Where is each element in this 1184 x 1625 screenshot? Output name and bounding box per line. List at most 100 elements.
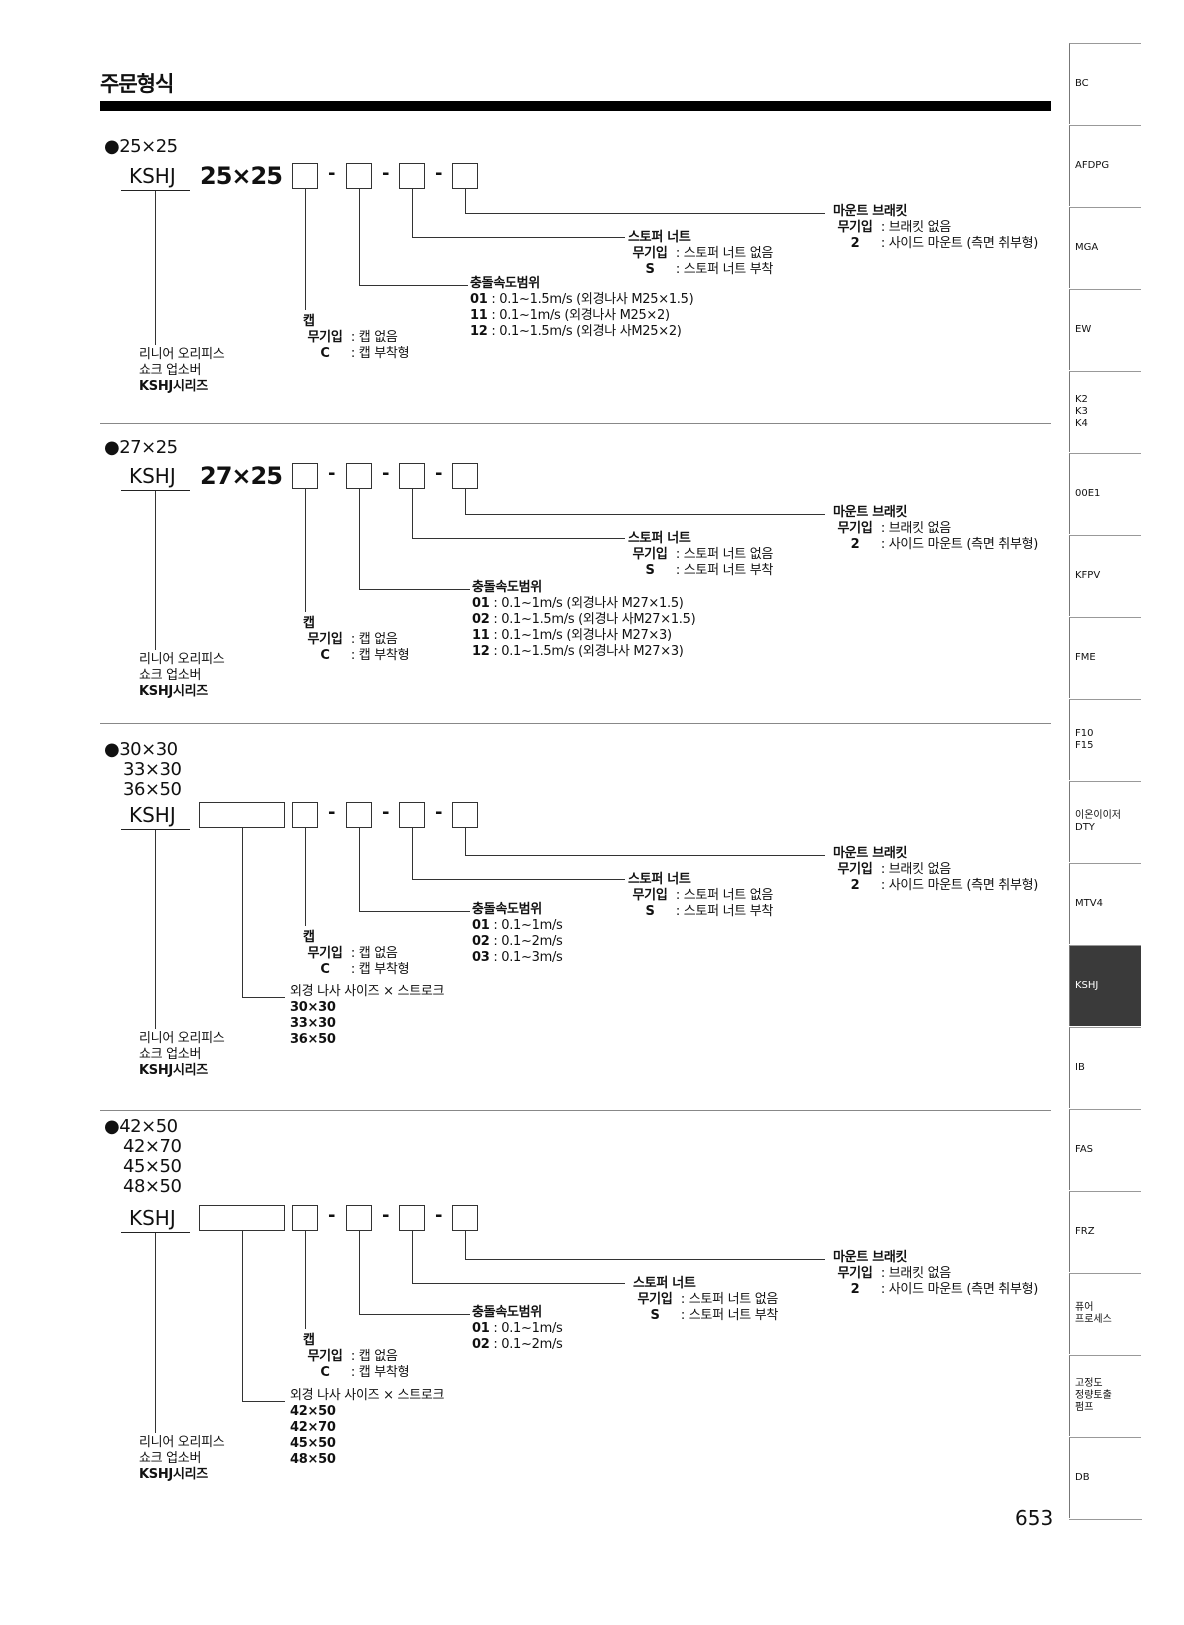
option-code: C <box>320 648 330 663</box>
series-line: KSHJ시리즈 <box>139 1467 208 1482</box>
thread-stroke-option: 42×50 <box>290 1404 336 1419</box>
sidebar-tab[interactable]: FAS <box>1069 1109 1141 1190</box>
option-code: C <box>320 1365 330 1380</box>
option-code: 11 <box>470 308 488 323</box>
sidebar-tab[interactable]: AFDPG <box>1069 125 1141 206</box>
section-divider <box>100 723 1051 724</box>
impact-speed-legend-option: 01 : 0.1~1m/s <box>472 918 563 934</box>
sidebar-tab[interactable]: MGA <box>1069 207 1141 288</box>
option-description: : 사이드 마운트 (측면 취부형) <box>880 537 1039 552</box>
option-code: 01 <box>472 1321 490 1336</box>
thread-stroke-option: 30×30 <box>290 1000 336 1015</box>
option-description: : 스토퍼 너트 없음 <box>680 1292 779 1307</box>
option-code: 2 <box>850 878 860 893</box>
stopper-nut-legend-title: 스토퍼 너트 <box>633 1276 696 1291</box>
option-description: : 스토퍼 너트 없음 <box>675 547 774 562</box>
mount-bracket-legend-title: 마운트 브래킷 <box>833 846 908 861</box>
stopper-nut-legend-title: 스토퍼 너트 <box>628 531 691 546</box>
sidebar-tab[interactable]: K2 K3 K4 <box>1069 371 1141 452</box>
option-description: : 0.1~1m/s <box>489 1321 563 1336</box>
series-line: 리니어 오리피스 <box>139 652 225 667</box>
sidebar-tab[interactable]: MTV4 <box>1069 863 1141 944</box>
stopper-nut-legend-option: S : 스토퍼 너트 부착 <box>633 1308 778 1324</box>
leader-line <box>465 514 825 515</box>
option-description: : 사이드 마운트 (측면 취부형) <box>880 1282 1039 1297</box>
sidebar-tab[interactable]: FRZ <box>1069 1191 1141 1272</box>
impact-speed-legend-option: 01 : 0.1~1m/s (외경나사 M27×1.5) <box>472 596 695 612</box>
section-divider <box>100 423 1051 424</box>
cap-legend-option: 무기입 : 캡 없음 <box>303 632 409 648</box>
thread-stroke-option: 45×50 <box>290 1436 336 1451</box>
leader-line <box>465 189 466 213</box>
sidebar-tab[interactable]: F10 F15 <box>1069 699 1141 780</box>
option-description: : 브래킷 없음 <box>880 1266 951 1281</box>
series-line: KSHJ시리즈 <box>139 1063 208 1078</box>
option-description: : 0.1~3m/s <box>489 950 563 965</box>
leader-line <box>465 828 466 855</box>
sidebar-tab[interactable]: DB <box>1069 1437 1141 1518</box>
option-description: : 브래킷 없음 <box>880 862 951 877</box>
leader-line <box>359 1231 360 1314</box>
mount-bracket-legend-title: 마운트 브래킷 <box>833 1250 908 1265</box>
model-underline <box>121 190 190 191</box>
sidebar-tab[interactable]: 퓨어 프로세스 <box>1069 1273 1141 1354</box>
dash-separator: - <box>328 1205 336 1226</box>
option-description: : 사이드 마운트 (측면 취부형) <box>880 878 1039 893</box>
sidebar-tab[interactable]: 00E1 <box>1069 453 1141 534</box>
option-description: : 캡 부착형 <box>350 648 410 663</box>
thread-stroke-option: 48×50 <box>290 1452 336 1467</box>
dash-separator: - <box>435 802 443 823</box>
option-description: : 스토퍼 너트 부착 <box>675 563 774 578</box>
option-code: S <box>645 904 655 919</box>
sidebar-tab[interactable]: 이온이이저 DTY <box>1069 781 1141 862</box>
leader-line <box>155 491 156 650</box>
impact-speed-legend-option: 01 : 0.1~1.5m/s (외경나사 M25×1.5) <box>470 292 694 308</box>
sidebar-tab[interactable]: IB <box>1069 1027 1141 1108</box>
mount-bracket-legend-title: 마운트 브래킷 <box>833 204 908 219</box>
option-code: 무기입 <box>632 547 668 562</box>
size-code: 25×25 <box>200 162 283 190</box>
sidebar-tab[interactable]: BC <box>1069 43 1141 124</box>
model-prefix: KSHJ <box>129 464 176 488</box>
leader-line <box>412 1283 625 1284</box>
option-description: : 캡 없음 <box>350 946 398 961</box>
sidebar-tab[interactable]: KFPV <box>1069 535 1141 616</box>
option-code-box <box>346 802 372 828</box>
stopper-nut-legend-option: S : 스토퍼 너트 부착 <box>628 563 773 579</box>
option-description: : 브래킷 없음 <box>880 220 951 235</box>
thread-stroke-option: 36×50 <box>290 1032 336 1047</box>
sidebar-tab[interactable]: FME <box>1069 617 1141 698</box>
mount-bracket-legend-option: 무기입 : 브래킷 없음 <box>833 521 1038 537</box>
sidebar-tab[interactable]: KSHJ <box>1069 945 1141 1026</box>
size-code-box <box>199 1205 285 1231</box>
leader-line <box>359 828 360 911</box>
size-variant-heading: ●27×25 <box>104 437 178 458</box>
thread-stroke-option: 33×30 <box>290 1016 336 1031</box>
mount-bracket-legend-title: 마운트 브래킷 <box>833 505 908 520</box>
sidebar-tab[interactable]: EW <box>1069 289 1141 370</box>
dash-separator: - <box>382 1205 390 1226</box>
leader-line <box>465 855 825 856</box>
size-variant-heading: 48×50 <box>123 1176 182 1197</box>
option-description: : 0.1~1.5m/s (외경나 사M25×2) <box>487 324 682 339</box>
thread-stroke-option: 42×70 <box>290 1420 336 1435</box>
leader-line <box>412 1231 413 1283</box>
option-code-box <box>292 802 318 828</box>
sidebar-tab[interactable]: 고정도 정량토출 펌프 <box>1069 1355 1141 1436</box>
option-code: C <box>320 962 330 977</box>
stopper-nut-legend-title: 스토퍼 너트 <box>628 230 691 245</box>
option-code: 12 <box>472 644 490 659</box>
model-underline <box>121 490 190 491</box>
mount-bracket-legend-option: 2 : 사이드 마운트 (측면 취부형) <box>833 236 1039 252</box>
option-code: 무기입 <box>837 1266 873 1281</box>
option-description: : 스토퍼 너트 없음 <box>675 888 774 903</box>
option-description: : 캡 부착형 <box>350 962 410 977</box>
option-description: : 캡 없음 <box>350 1349 398 1364</box>
option-description: : 0.1~1m/s (외경나사 M27×3) <box>489 628 672 643</box>
mount-bracket-legend-option: 무기입 : 브래킷 없음 <box>833 220 1038 236</box>
